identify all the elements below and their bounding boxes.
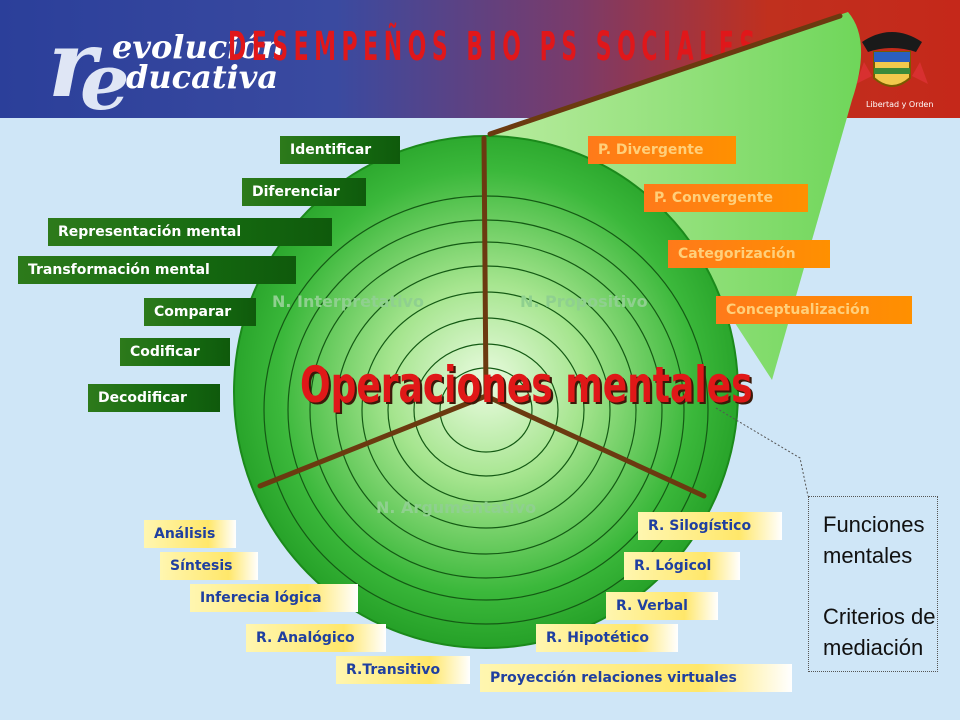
logo-text-educativa: ducativa xyxy=(126,58,279,96)
level-argumentativo: N. Argumentativo xyxy=(376,498,537,517)
box-line-mediacion: mediación xyxy=(823,635,924,660)
center-title: Operaciones mentales xyxy=(300,356,753,414)
box-line-funciones: Funciones xyxy=(823,512,925,537)
label-r-analogico: R. Analógico xyxy=(246,624,386,652)
label-p-divergente: P. Divergente xyxy=(588,136,736,164)
logo-letter-r: r xyxy=(48,10,97,118)
logo-letter-e: e xyxy=(80,37,130,128)
coat-of-arms-icon xyxy=(856,32,928,87)
label-r-logicol: R. Lógicol xyxy=(624,552,740,580)
box-line-mentales: mentales xyxy=(823,543,913,568)
label-decodificar: Decodificar xyxy=(88,384,220,412)
label-r-verbal: R. Verbal xyxy=(606,592,718,620)
label-conceptualizacion: Conceptualización xyxy=(716,296,912,324)
box-line-criterios: Criterios de xyxy=(823,604,936,629)
label-r-transitivo: R.Transitivo xyxy=(336,656,470,684)
label-transformacion-mental: Transformación mental xyxy=(18,256,296,284)
label-comparar: Comparar xyxy=(144,298,256,326)
logo-text-revolucion: evolución xyxy=(112,28,284,66)
label-codificar: Codificar xyxy=(120,338,230,366)
label-inferecia-logica: Inferecia lógica xyxy=(190,584,358,612)
label-identificar: Identificar xyxy=(280,136,400,164)
label-categorizacion: Categorización xyxy=(668,240,830,268)
label-representacion-mental: Representación mental xyxy=(48,218,332,246)
page-title: DESEMPEÑOS BIO PS SOCIALES xyxy=(228,24,761,70)
level-propositivo: N. Propositivo xyxy=(520,292,648,311)
level-interpretativo: N. Interpretativo xyxy=(272,292,424,311)
label-sintesis: Síntesis xyxy=(160,552,258,580)
label-p-convergente: P. Convergente xyxy=(644,184,808,212)
label-analisis: Análisis xyxy=(144,520,236,548)
label-proyeccion-relaciones-virtuales: Proyección relaciones virtuales xyxy=(480,664,792,692)
label-diferenciar: Diferenciar xyxy=(242,178,366,206)
motto-text: Libertad y Orden xyxy=(866,100,934,109)
spokes xyxy=(257,13,843,499)
dotted-connector xyxy=(715,407,809,497)
label-r-silogistico: R. Silogístico xyxy=(638,512,782,540)
label-r-hipotetico: R. Hipotético xyxy=(536,624,678,652)
functions-criteria-box: Funciones mentales Criterios de mediació… xyxy=(808,496,938,672)
